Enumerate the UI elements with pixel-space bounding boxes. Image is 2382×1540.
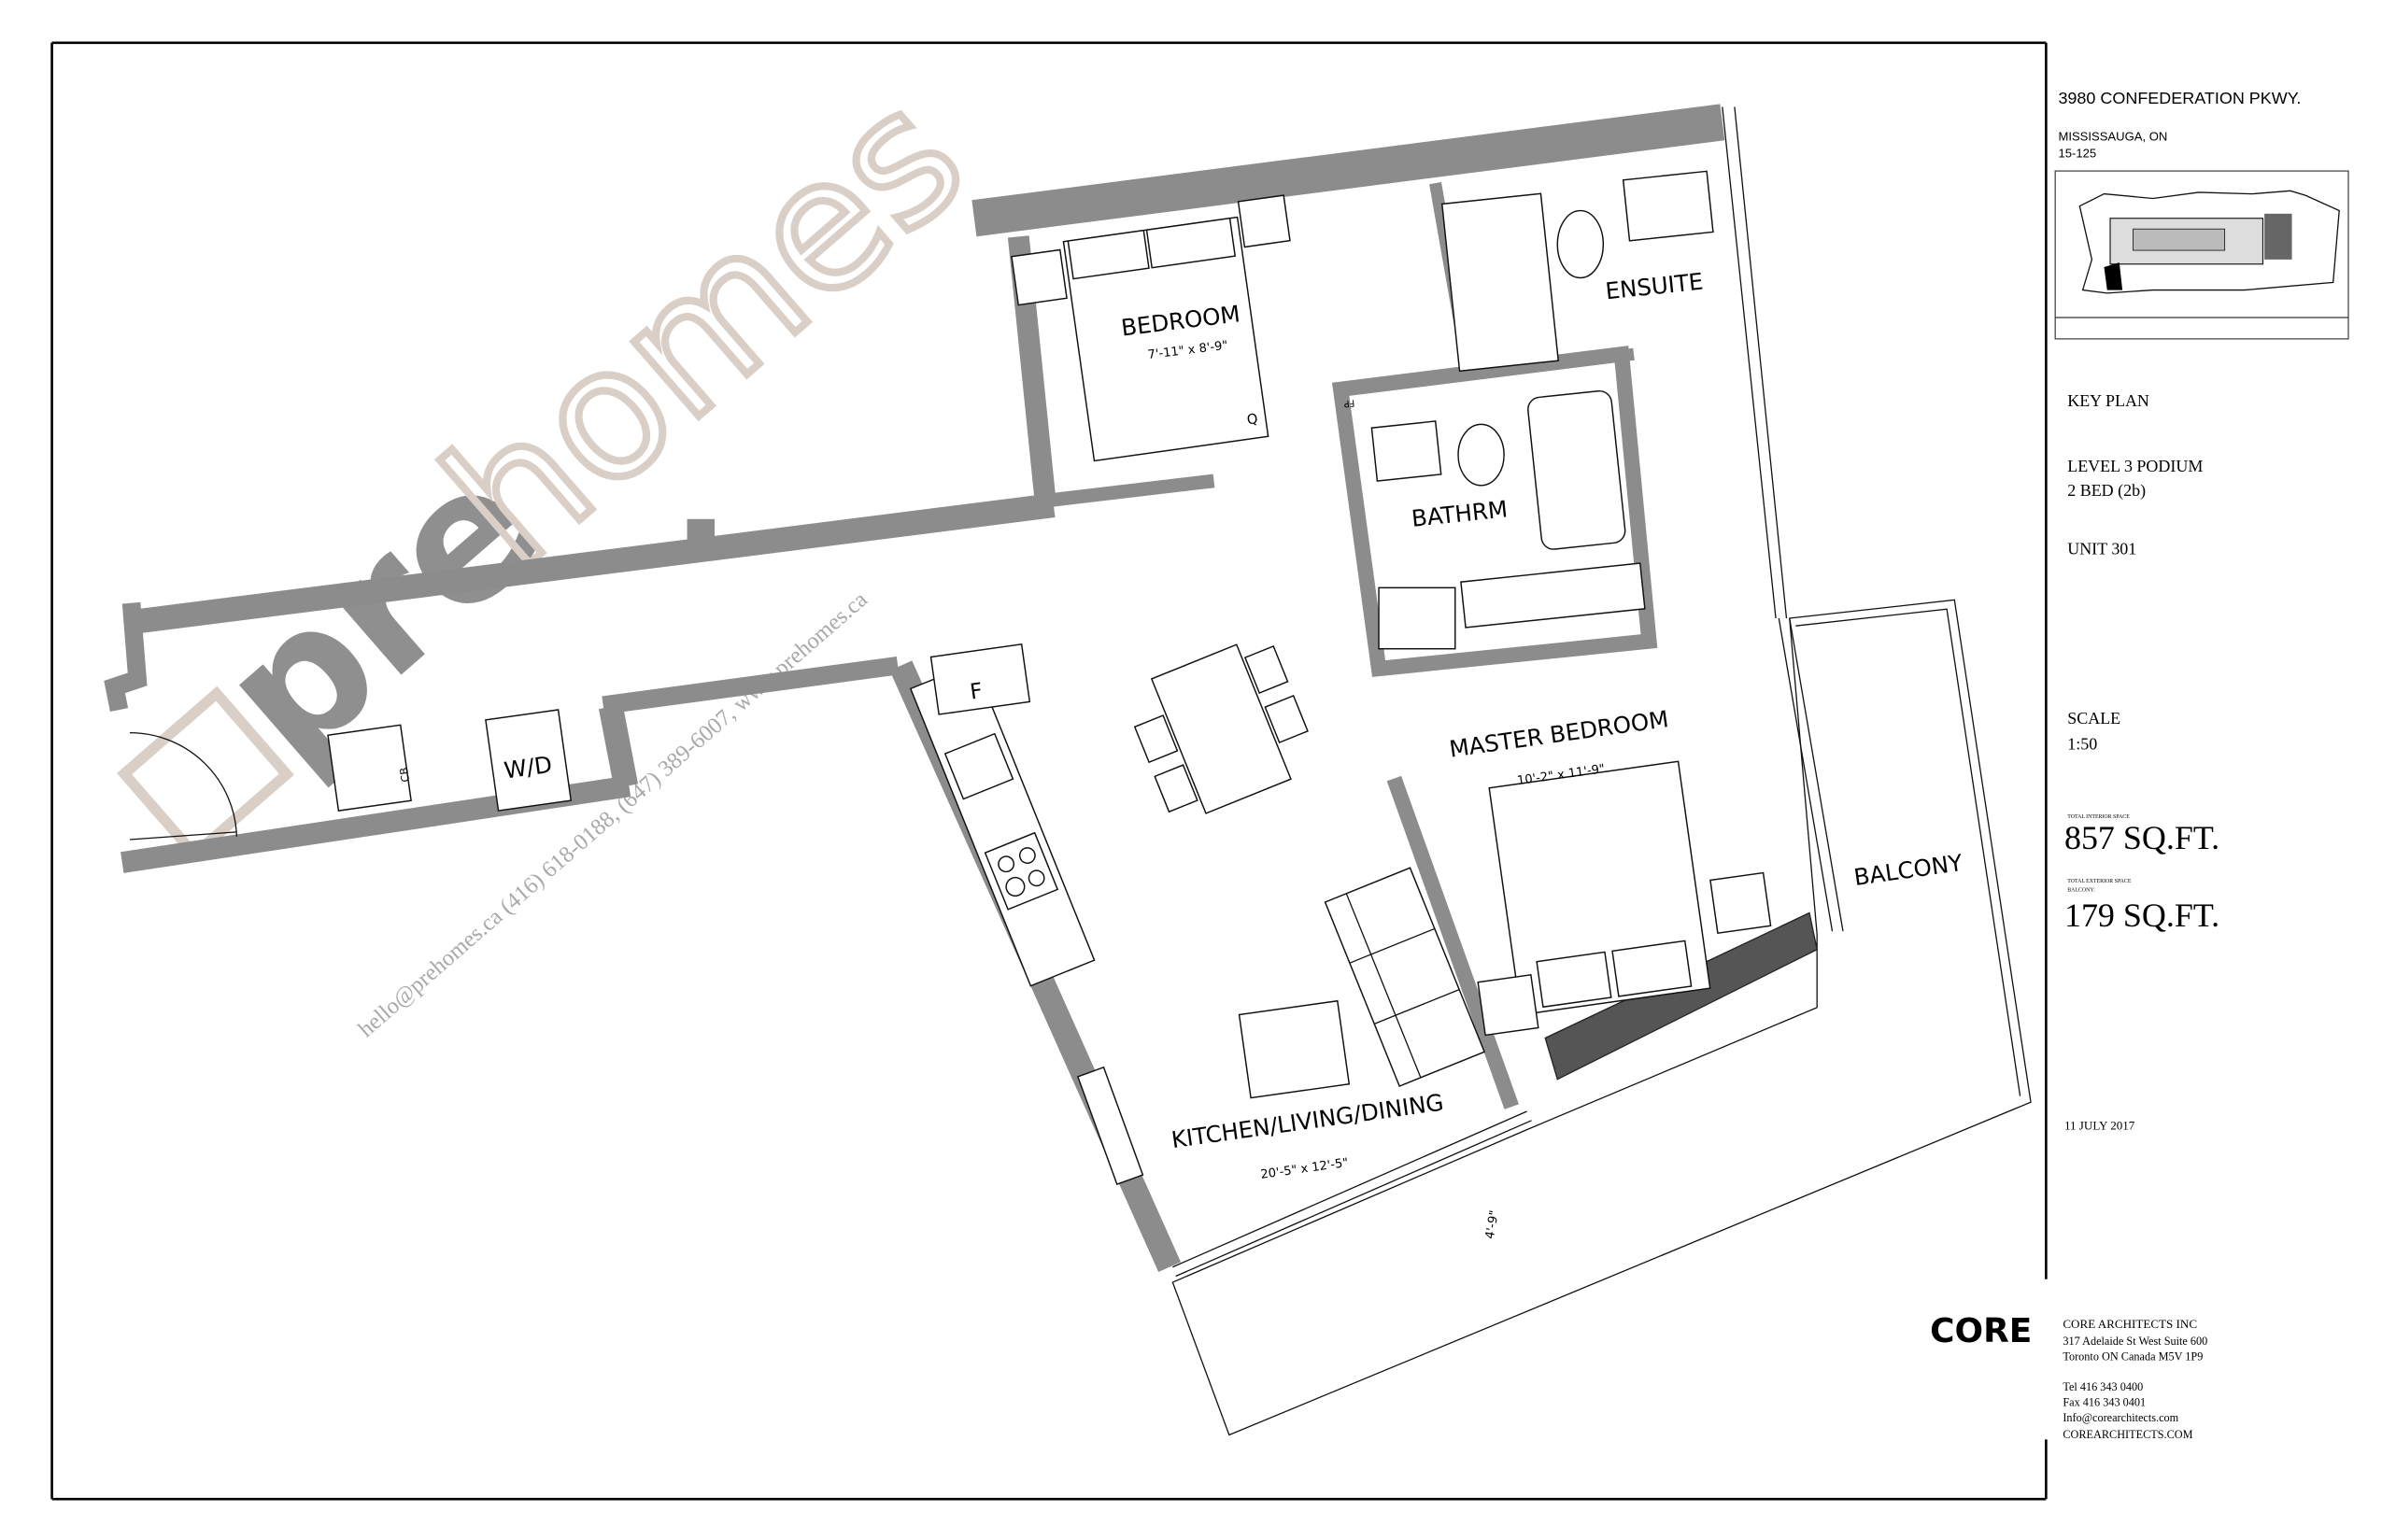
key-plan-label: KEY PLAN xyxy=(2067,391,2149,410)
balcony-dims: 4'-9" xyxy=(1483,1209,1502,1240)
window-living-inner xyxy=(1175,1120,1532,1278)
bathroom-fixtures xyxy=(1370,170,1714,650)
architect-fax: Fax 416 343 0401 xyxy=(2063,1395,2146,1408)
closet-bar-label: CB xyxy=(397,767,412,784)
project-address: 3980 CONFEDERATION PKWY. xyxy=(2058,89,2301,107)
sofa xyxy=(1324,867,1486,1087)
unit-level: LEVEL 3 PODIUM xyxy=(2067,457,2203,475)
vanity-icon xyxy=(1370,420,1442,482)
bed-size-label: Q xyxy=(1246,411,1259,428)
unit-type: 2 BED (2b) xyxy=(2067,481,2146,501)
ensuite-toilet-icon xyxy=(1556,209,1605,279)
fridge-icon xyxy=(929,643,1031,715)
architect-address2: Toronto ON Canada M5V 1P9 xyxy=(2063,1349,2203,1363)
bathtub-icon xyxy=(1527,389,1626,550)
balcony-outline xyxy=(1171,599,2032,1436)
washer-dryer-icon xyxy=(485,709,573,812)
hvac-unit-icon xyxy=(1378,586,1456,650)
toilet-icon xyxy=(1457,423,1505,487)
master-bed xyxy=(1477,760,1772,1037)
cooktop-icon xyxy=(984,831,1059,911)
sheet-frame xyxy=(50,41,2048,1501)
furniture xyxy=(327,170,1772,1186)
wall-master-west xyxy=(1386,775,1519,1109)
exterior-space-label: TOTAL EXTERIOR SPACE xyxy=(2067,879,2132,884)
entry-door-swing xyxy=(129,731,238,837)
exterior-right-wall xyxy=(1722,106,1788,619)
bedroom-bed xyxy=(1011,194,1291,462)
wall-kitchen-north xyxy=(602,656,900,714)
sink-icon xyxy=(943,732,1014,800)
exterior-space-sublabel: BALCONY: xyxy=(2067,888,2095,894)
wall-master-south xyxy=(1544,911,1818,1081)
watermark-logo-box xyxy=(117,685,294,862)
wall-laundry-east xyxy=(598,704,639,789)
column xyxy=(687,518,715,553)
coffee-table xyxy=(1238,999,1351,1099)
media-unit xyxy=(1076,1066,1144,1186)
architect-logo: CORE xyxy=(1930,1312,2032,1350)
architect-tel: Tel 416 343 0400 xyxy=(2063,1380,2143,1393)
key-plan-image xyxy=(2054,170,2349,340)
project-number: 15-125 xyxy=(2058,146,2096,160)
laundry-label: W/D xyxy=(503,751,554,784)
architect-address1: 317 Adelaide St West Suite 600 xyxy=(2063,1335,2207,1348)
drawing-date: 11 JULY 2017 xyxy=(2064,1119,2135,1133)
interior-space-value: 857 SQ.FT. xyxy=(2064,819,2219,856)
ensuite-vanity-icon xyxy=(1622,170,1714,242)
scale-label: SCALE xyxy=(2067,709,2120,728)
architect-email[interactable]: Info@corearchitects.com xyxy=(2063,1411,2178,1424)
fireplace-label: FP xyxy=(1343,397,1355,408)
title-block: 3980 CONFEDERATION PKWY. MISSISSAUGA, ON… xyxy=(1930,89,2349,1441)
interior-space-label: TOTAL INTERIOR SPACE xyxy=(2067,814,2130,820)
wall-entry xyxy=(104,601,148,713)
architect-name: CORE ARCHITECTS INC xyxy=(2063,1317,2197,1331)
closet xyxy=(1460,562,1646,629)
scale-value: 1:50 xyxy=(2067,735,2097,754)
shower-icon xyxy=(1440,192,1560,373)
fridge-label: F xyxy=(969,679,985,705)
hvac-icon xyxy=(327,724,412,812)
wall-north xyxy=(971,104,1725,237)
exterior-space-value: 179 SQ.FT. xyxy=(2064,897,2219,934)
project-city: MISSISSAUGA, ON xyxy=(2058,129,2167,143)
wall-ensuite-south xyxy=(1467,347,1635,380)
window-living xyxy=(1172,1110,1527,1268)
wall-corridor-north xyxy=(123,493,1056,635)
laundry-fixtures xyxy=(327,643,1031,812)
architect-website[interactable]: COREARCHITECTS.COM xyxy=(2063,1428,2192,1441)
entry-door xyxy=(129,831,237,841)
dining-table xyxy=(1133,643,1309,814)
wall-bedroom-south xyxy=(1044,473,1215,508)
unit-number: UNIT 301 xyxy=(2067,539,2136,558)
